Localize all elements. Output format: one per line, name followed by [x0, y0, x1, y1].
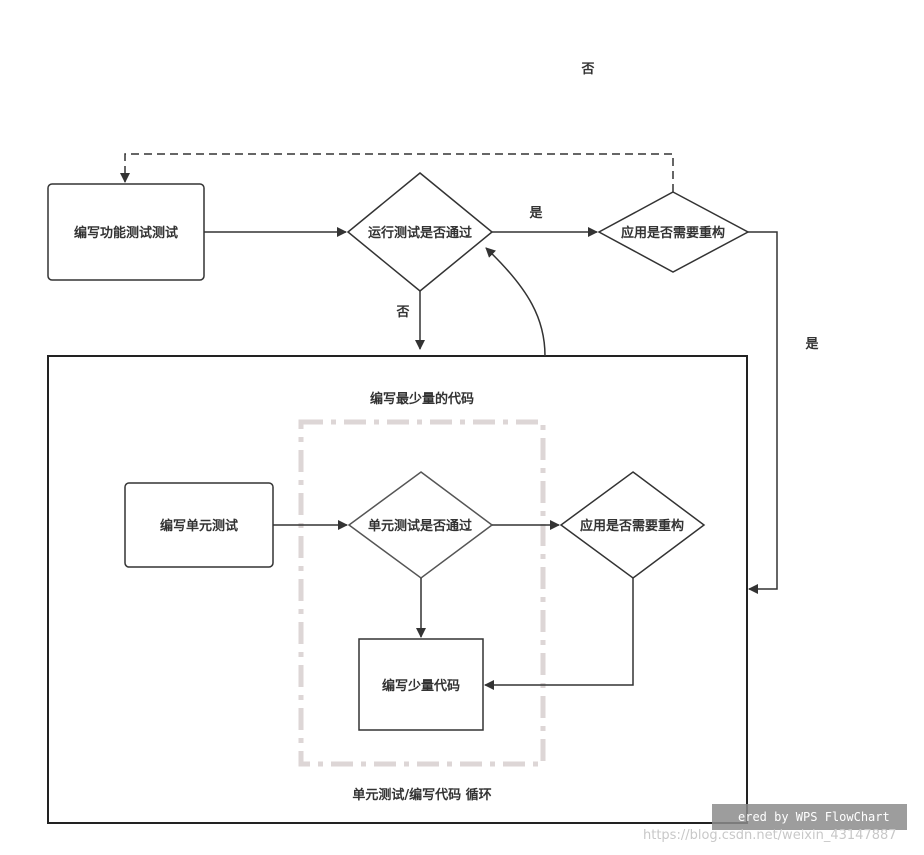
loop-frame [298, 419, 546, 767]
decision-refactor-top [597, 191, 750, 273]
label-write-little-code: 编写少量代码 [382, 678, 460, 694]
label-loop-caption: 单元测试/编写代码 循环 [352, 787, 491, 803]
watermark-url: https://blog.csdn.net/weixin_43147887 [643, 828, 897, 843]
label-write-min-code: 编写最少量的代码 [370, 391, 474, 407]
label-write-unit-test: 编写单元测试 [160, 518, 238, 534]
edge-label-no-top: 否 [580, 62, 594, 77]
label-refactor-top: 应用是否需要重构 [621, 225, 725, 241]
watermark-brand: ered by WPS FlowChart [738, 810, 890, 824]
label-refactor-inner: 应用是否需要重构 [580, 518, 684, 534]
label-write-func-test: 编写功能测试测试 [74, 225, 178, 241]
edge-label-yes-right: 是 [804, 337, 819, 352]
watermark-banner [712, 804, 907, 830]
edge-label-no-down: 否 [395, 305, 409, 320]
edge-refactor-to-code [484, 578, 634, 690]
edge-label-yes-top: 是 [528, 206, 543, 221]
edge-refactor-yes-right [748, 231, 778, 594]
label-run-test-pass: 运行测试是否通过 [368, 225, 472, 241]
outer-container [47, 355, 748, 824]
label-unit-test-pass: 单元测试是否通过 [368, 518, 472, 534]
node-write-little-code [358, 638, 484, 731]
edge-loop-back-up [485, 247, 546, 357]
edge-refactor-no-back [120, 153, 674, 192]
